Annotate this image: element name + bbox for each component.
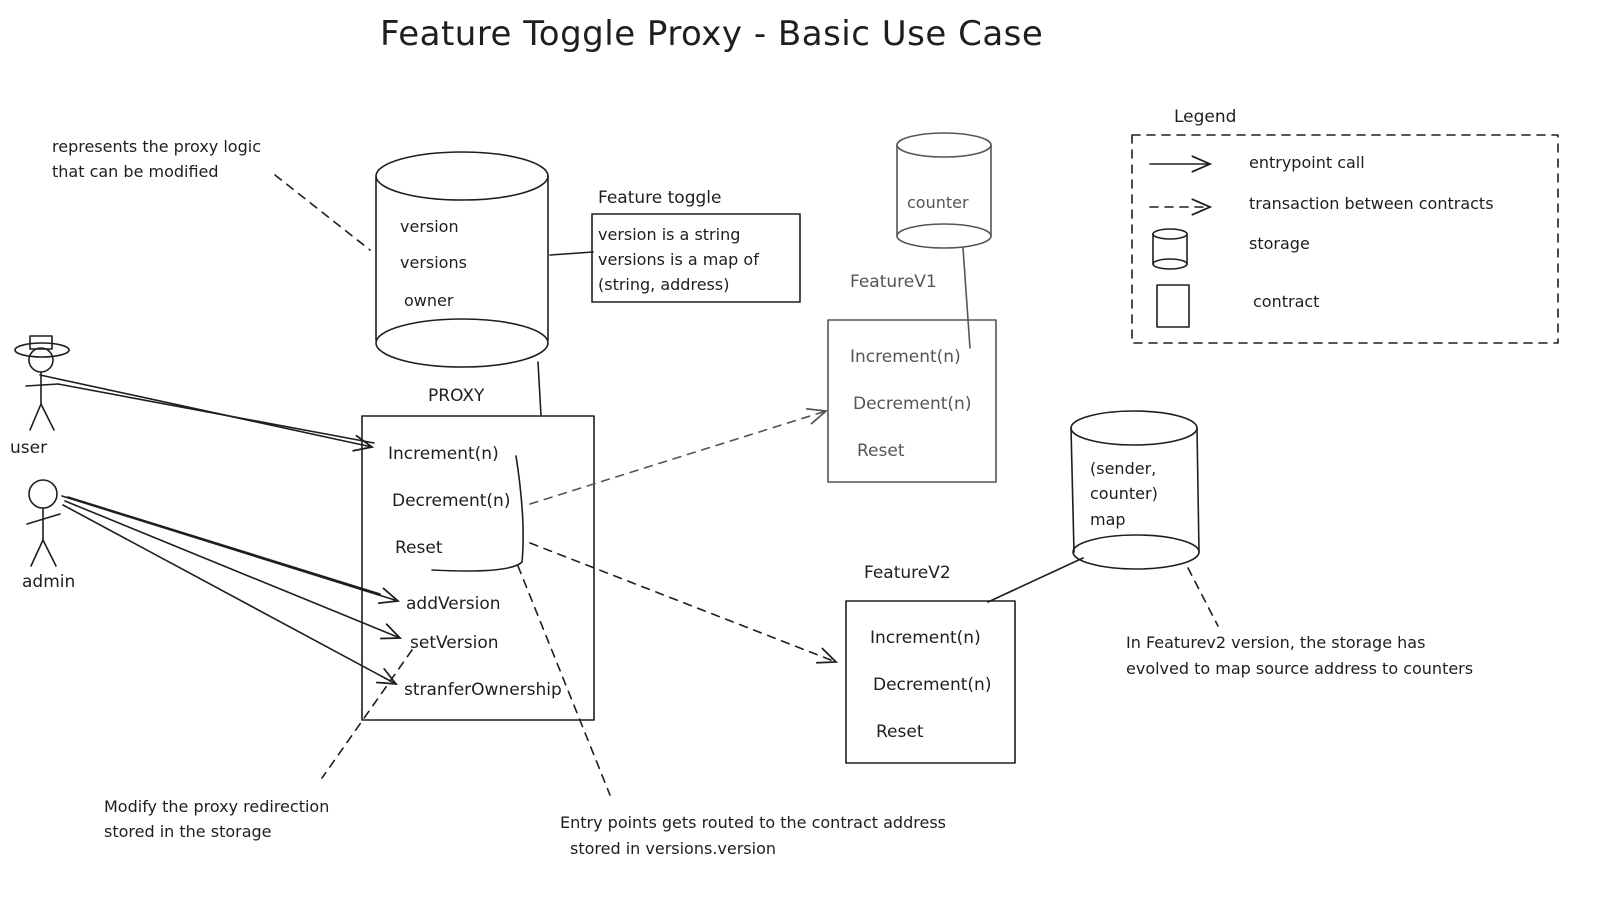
legend-contract-icon	[1156, 284, 1190, 328]
feature-v2-entry-reset: Reset	[876, 722, 924, 742]
note-proxy-logic: represents the proxy logic that can be m…	[52, 137, 371, 251]
proxy-entry-addversion: addVersion	[406, 594, 501, 614]
feature-v1-entry-increment: Increment(n)	[850, 347, 961, 367]
storage-field-version: version	[400, 217, 459, 236]
proxy-entry-setversion: setVersion	[410, 633, 499, 653]
note-v2-storage-line-2: evolved to map source address to counter…	[1126, 659, 1473, 678]
proxy-entry-transferownership: stranferOwnership	[404, 680, 562, 700]
feature-toggle-title: Feature toggle	[598, 188, 721, 208]
note-proxy-logic-line-2: that can be modified	[52, 162, 219, 181]
feature-v2-storage: (sender, counter) map	[1070, 410, 1200, 570]
feature-toggle-line-2: versions is a map of	[598, 250, 759, 269]
legend-storage-icon	[1152, 228, 1188, 270]
feature-toggle-line-1: version is a string	[598, 225, 740, 244]
note-routing-line-2: stored in versions.version	[570, 839, 776, 858]
diagram-title: Feature Toggle Proxy - Basic Use Case	[380, 14, 1043, 54]
actor-admin: admin	[22, 479, 75, 592]
legend: Legend entrypoint call transaction betwe…	[1131, 107, 1559, 344]
legend-item-contract: contract	[1253, 292, 1319, 311]
proxy-entry-decrement: Decrement(n)	[392, 491, 510, 511]
feature-v2-contract: Increment(n) Decrement(n) Reset	[845, 600, 1016, 764]
proxy-entry-increment: Increment(n)	[388, 444, 499, 464]
note-redirection-line-2: stored in the storage	[104, 822, 272, 841]
actor-user: user	[10, 335, 70, 458]
feature-v1-storage: counter	[896, 132, 992, 249]
note-v2-storage: In Featurev2 version, the storage has ev…	[1126, 567, 1473, 678]
feature-v1-entry-decrement: Decrement(n)	[853, 394, 971, 414]
proxy-label: PROXY	[428, 386, 485, 406]
legend-title: Legend	[1174, 107, 1236, 127]
storage-field-versions: versions	[400, 253, 467, 272]
actor-user-label: user	[10, 438, 47, 458]
proxy-contract: Increment(n) Decrement(n) Reset addVersi…	[361, 415, 595, 721]
legend-item-entrypoint-call: entrypoint call	[1249, 153, 1365, 172]
proxy-entry-reset: Reset	[395, 538, 443, 558]
feature-toggle-note: Feature toggle version is a string versi…	[591, 188, 801, 303]
feature-v2-storage-line-2: counter)	[1090, 484, 1158, 503]
feature-v2-storage-line-1: (sender,	[1090, 459, 1156, 478]
note-routing-line-1: Entry points gets routed to the contract…	[560, 813, 946, 832]
feature-v1-entry-reset: Reset	[857, 441, 905, 461]
storage-field-owner: owner	[404, 291, 454, 310]
note-proxy-logic-line-1: represents the proxy logic	[52, 137, 261, 156]
user-entrypoint-arrow	[39, 374, 375, 452]
feature-v2-entry-decrement: Decrement(n)	[873, 675, 991, 695]
legend-item-transaction: transaction between contracts	[1249, 194, 1494, 213]
feature-v1-storage-label: counter	[907, 193, 969, 212]
note-routing: Entry points gets routed to the contract…	[517, 565, 946, 858]
feature-toggle-line-3: (string, address)	[598, 275, 729, 294]
feature-v2-label: FeatureV2	[864, 563, 951, 583]
note-v2-storage-line-1: In Featurev2 version, the storage has	[1126, 633, 1425, 652]
note-redirection: Modify the proxy redirection stored in t…	[104, 649, 413, 841]
admin-entrypoint-arrows	[61, 495, 403, 686]
legend-item-storage: storage	[1249, 234, 1310, 253]
feature-v2-entry-increment: Increment(n)	[870, 628, 981, 648]
feature-v1-label: FeatureV1	[850, 272, 937, 292]
feature-v2-storage-line-3: map	[1090, 510, 1126, 529]
note-redirection-line-1: Modify the proxy redirection	[104, 797, 329, 816]
actor-admin-label: admin	[22, 572, 75, 592]
proxy-storage-cylinder: version versions owner	[375, 151, 549, 368]
proxy-to-v1-transaction	[529, 408, 829, 505]
proxy-to-v2-transaction	[529, 542, 839, 664]
feature-v1-contract: Increment(n) Decrement(n) Reset	[827, 319, 997, 483]
